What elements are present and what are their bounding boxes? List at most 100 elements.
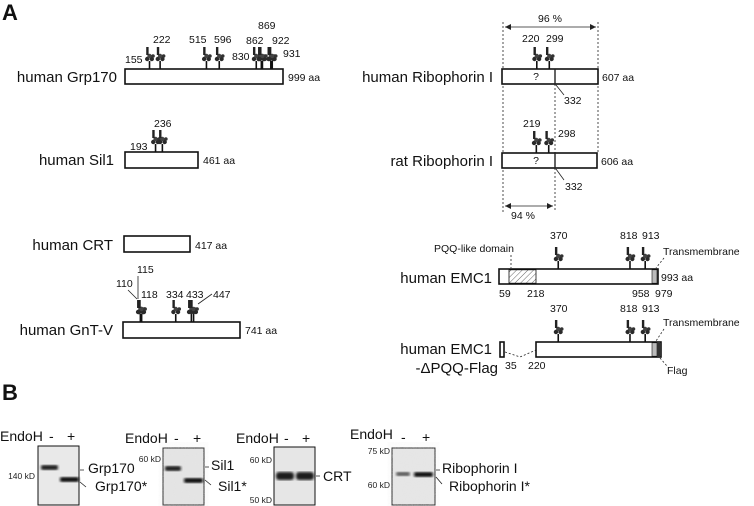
pqq-domain [508,269,537,284]
glycan-icon [267,47,278,69]
band-label: Sil1* [218,478,247,494]
length-label: 606 aa [601,156,633,168]
marker-label: 60 kD [250,455,272,465]
glycan-icon [189,300,199,322]
unknown-mark: ? [533,155,539,167]
protein-grp170: human Grp170 999 aa 155 222 515 596 830 … [17,20,320,86]
glycan-icon [553,247,564,269]
blot-image [37,445,80,506]
transmembrane-segment [651,269,658,284]
site-label: 922 [272,35,290,47]
protein-bar [122,321,241,339]
site-label: 220 [522,33,540,45]
position-label: 958 [632,288,650,300]
glycan-icon [531,131,542,153]
position-label: 218 [527,288,545,300]
site-label: 869 [258,20,276,32]
protein-crt: human CRT 417 aa [32,235,227,254]
arrowhead-icon [505,203,553,209]
glycan-icon [532,47,543,69]
site-label: 110 [116,278,133,290]
lane-label: - [174,430,179,446]
glycan-icon [553,320,564,342]
band-label: Grp170* [95,478,148,494]
leader-line [127,289,138,300]
ribophorin-comparison: 96 % 94 % human Ribophorin I ? 607 aa 22… [362,13,634,222]
protein-name: human EMC1 [400,270,492,287]
tm-label: Transmembrane [663,246,740,258]
blot-ribophorin: EndoH - + 75 kD 60 kD Ribophorin I Ribop… [350,426,530,506]
tm-label: Transmembrane [663,317,740,329]
protein-bar-nterm [499,341,505,358]
position-label: 979 [655,288,673,300]
glycan-icon [257,47,268,69]
position-label: 220 [528,360,546,372]
glycan-icon [137,300,147,322]
glycan-icon [640,247,651,269]
length-label: 993 aa [661,272,693,284]
unknown-mark: ? [533,71,539,83]
treatment-label: EndoH [236,430,279,446]
site-label: 219 [523,118,541,130]
band [165,466,181,471]
band [276,472,294,480]
protein-name: human Grp170 [17,69,117,86]
marker-label: 60 kD [368,480,390,490]
protein-name: -ΔPQQ-Flag [415,360,498,377]
band-label: Ribophorin I [442,460,518,476]
glycan-icon [544,131,555,153]
flag-label: Flag [667,365,688,377]
leader-line [655,257,665,269]
band-label: Ribophorin I* [449,478,530,494]
protein-name: human Ribophorin I [362,69,493,86]
lane-label: - [284,430,289,446]
position-label: 59 [499,288,511,300]
domain-label: PQQ-like domain [434,243,514,255]
glycan-icon [640,320,651,342]
deletion-line [504,349,537,358]
leader-line [655,328,665,342]
blot-noise [163,448,204,505]
treatment-label: EndoH [0,428,43,444]
site-label: 913 [642,303,660,315]
lane-label: - [401,429,406,445]
flag-tag [657,342,661,357]
site-label: 299 [546,33,564,45]
lane-label: + [422,429,430,445]
protein-bar [124,68,284,85]
protein-emc1-dpqq: human EMC1 -ΔPQQ-Flag 35 220 Transmembra… [400,303,740,377]
protein-name: human EMC1 [400,341,492,358]
lane-label: + [302,430,310,446]
protein-sil1: human Sil1 461 aa 193 236 [39,118,235,169]
band [41,465,58,470]
length-label: 417 aa [195,240,227,252]
glycan-icon [544,47,555,69]
site-label: 370 [550,303,568,315]
site-label: 433 [186,289,204,301]
site-label: 818 [620,230,638,242]
glycan-icon [625,247,636,269]
leader-line [79,469,87,488]
marker-label: 60 kD [139,454,161,464]
band [184,478,203,483]
protein-bar [123,235,191,253]
site-label: 222 [153,34,171,46]
glycan-icon [214,47,225,69]
site-label: 818 [620,303,638,315]
site-label: 862 [246,35,264,47]
marker-label: 140 kD [8,471,35,481]
glycans [135,47,651,342]
band-label: Grp170 [88,460,135,476]
length-label: 741 aa [245,325,277,337]
transmembrane-segment [651,342,658,357]
treatment-label: EndoH [350,426,393,442]
site-label: 447 [213,289,231,301]
site-label: 334 [166,289,184,301]
site-label: 370 [550,230,568,242]
leader-line [204,466,212,486]
boundary-label: 332 [564,95,582,107]
site-label: 931 [283,48,301,60]
protein-bar [501,68,599,85]
site-label: 115 [137,264,154,276]
